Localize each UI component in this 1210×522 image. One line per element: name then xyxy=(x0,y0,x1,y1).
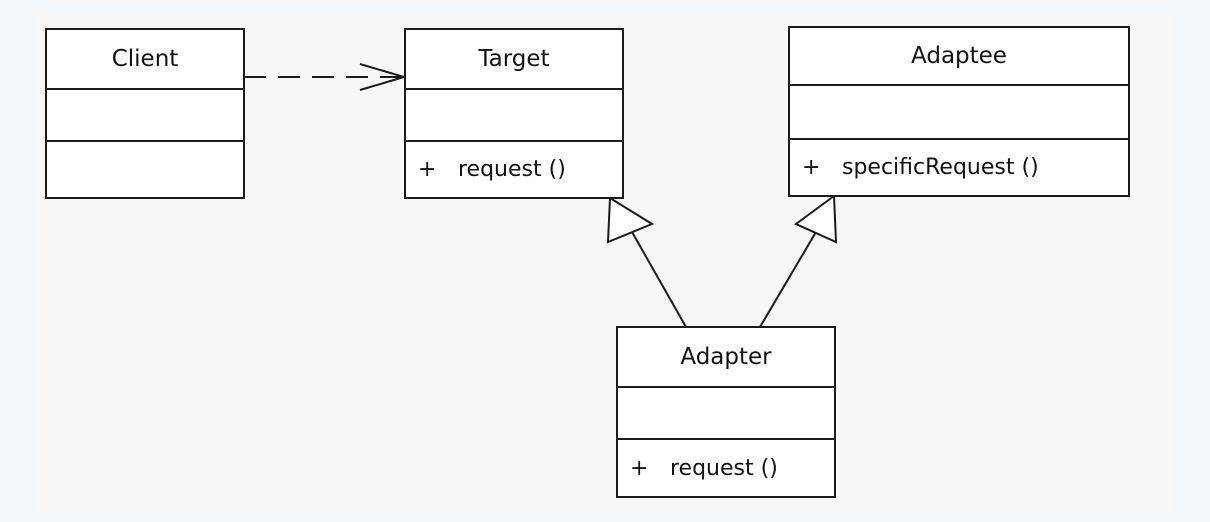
class-client: Client xyxy=(45,28,245,199)
dependency-client-target xyxy=(244,63,408,91)
class-adaptee-operations: + specificRequest () xyxy=(790,140,1128,195)
class-target-name: Target xyxy=(406,30,622,90)
class-adaptee: Adaptee + specificRequest () xyxy=(788,26,1130,197)
class-client-attributes xyxy=(47,90,243,142)
operation-visibility: + xyxy=(418,157,437,182)
generalization-adapter-target xyxy=(606,196,687,328)
class-client-name: Client xyxy=(47,30,243,90)
operation-signature: specificRequest () xyxy=(842,155,1039,180)
class-target: Target + request () xyxy=(404,28,624,199)
generalization-adapter-adaptee xyxy=(759,194,838,328)
class-adaptee-attributes xyxy=(790,86,1128,140)
class-adapter: Adapter + request () xyxy=(616,326,836,498)
class-target-operations: + request () xyxy=(406,142,622,197)
operation-visibility: + xyxy=(630,455,649,481)
class-adapter-operations: + request () xyxy=(618,440,834,496)
class-client-operations xyxy=(47,142,243,197)
operation-signature: request () xyxy=(670,455,778,481)
class-adapter-attributes xyxy=(618,388,834,440)
operation-visibility: + xyxy=(802,155,821,180)
class-adapter-name: Adapter xyxy=(618,328,834,388)
class-adaptee-name: Adaptee xyxy=(790,28,1128,86)
operation-signature: request () xyxy=(458,157,566,182)
class-target-attributes xyxy=(406,90,622,142)
